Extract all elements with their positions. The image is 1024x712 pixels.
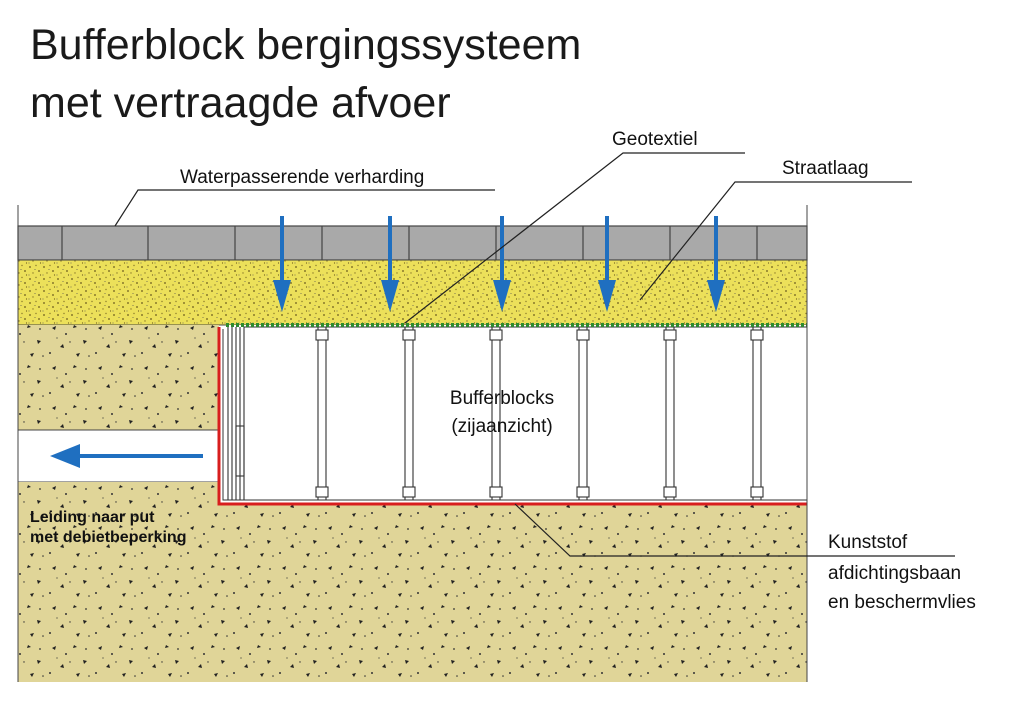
label-pipe-2: met debietbeperking — [30, 529, 186, 546]
block-post-cap — [663, 329, 677, 341]
label-blocks-2: (zijaanzicht) — [451, 416, 552, 437]
label-membrane-1: Kunststof — [828, 532, 908, 553]
arrow-down-icon — [493, 216, 511, 312]
label-geotextile: Geotextiel — [612, 129, 698, 150]
arrow-down-icon — [707, 216, 725, 312]
block-post-cap — [315, 329, 329, 341]
soil-bottom — [219, 505, 807, 682]
bufferblocks — [227, 325, 807, 501]
block-post-cap — [576, 486, 590, 498]
label-membrane-2: afdichtingsbaan — [828, 563, 961, 584]
membrane-line — [217, 327, 807, 506]
label-membrane-3: en beschermvlies — [828, 592, 976, 613]
label-pipe-1: Leiding naar put — [30, 509, 155, 526]
block-post-cap — [750, 486, 764, 498]
arrow-left-icon — [50, 444, 203, 468]
label-blocks-1: Bufferblocks — [450, 388, 554, 409]
soil-lower — [18, 482, 219, 682]
block-post-cap — [750, 329, 764, 341]
leader-lines — [114, 152, 955, 557]
title-line-1: Bufferblock bergingssysteem — [30, 21, 582, 69]
arrow-down-icon — [273, 216, 291, 312]
label-street-layer: Straatlaag — [782, 158, 869, 179]
block-post-cap — [489, 486, 503, 498]
pipe-connector — [235, 425, 245, 477]
paving-layer — [17, 225, 808, 261]
water-arrows — [273, 216, 725, 312]
block-post-cap — [489, 329, 503, 341]
block-post-cap — [576, 329, 590, 341]
arrow-down-icon — [598, 216, 616, 312]
block-post-cap — [315, 486, 329, 498]
title-line-2: met vertraagde afvoer — [30, 79, 451, 127]
label-paving: Waterpasserende verharding — [180, 167, 424, 188]
soil-upper-left — [18, 325, 219, 430]
sand-layer — [17, 259, 808, 326]
block-post-cap — [663, 486, 677, 498]
arrow-down-icon — [381, 216, 399, 312]
block-post-cap — [402, 486, 416, 498]
block-post-cap — [402, 329, 416, 341]
